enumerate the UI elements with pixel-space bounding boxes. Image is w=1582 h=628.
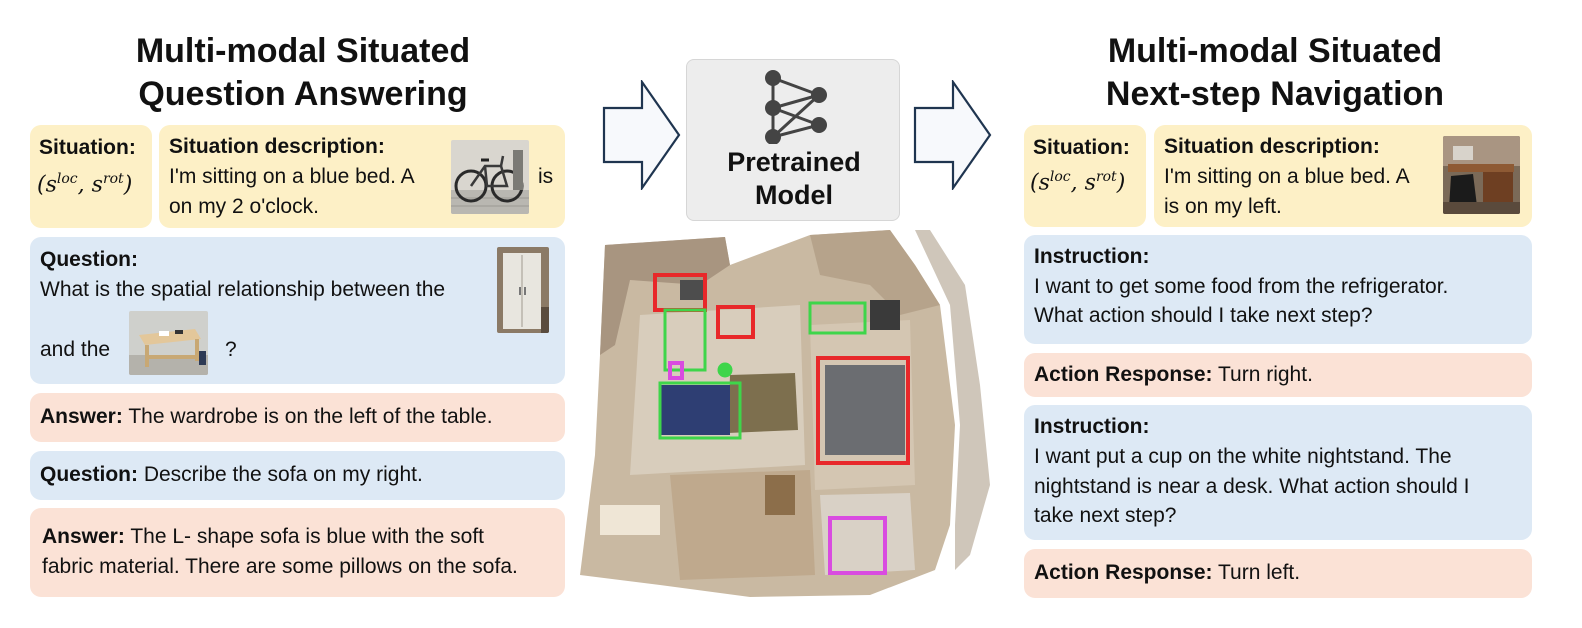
right-action1: Action Response: Turn right. xyxy=(1034,360,1313,390)
right-math-loc: loc xyxy=(1049,169,1071,185)
table-photo xyxy=(129,311,208,375)
right-arrow-icon xyxy=(913,80,992,190)
right-situation-box: Situation: (sloc, srot) xyxy=(1024,125,1146,227)
left-question1-line2a: and the xyxy=(40,338,111,361)
right-title-line1: Multi-modal Situated xyxy=(1107,32,1443,70)
right-situation-desc-line1: I'm sitting on a blue bed. A xyxy=(1164,165,1410,188)
left-math-loc: loc xyxy=(56,171,78,187)
model-label-line2: Model xyxy=(755,180,833,210)
right-situation-desc-box: Situation description: I'm sitting on a … xyxy=(1154,125,1532,227)
left-situation-box: Situation: (sloc, srot) xyxy=(30,125,152,228)
left-situation-desc-line1a: I'm sitting on a blue bed. A xyxy=(169,165,415,188)
model-label-line1: Pretrained xyxy=(727,147,861,177)
right-instruction2-line2: nightstand is near a desk. What action s… xyxy=(1034,475,1470,498)
left-question1-box: Question: What is the spatial relationsh… xyxy=(30,237,565,384)
left-situation-desc-box: Situation description: I'm sitting on a … xyxy=(159,125,565,228)
right-instruction2-box: Instruction: I want put a cup on the whi… xyxy=(1024,405,1532,540)
right-action1-box: Action Response: Turn right. xyxy=(1024,353,1532,397)
right-action2: Action Response: Turn left. xyxy=(1034,558,1300,588)
right-instruction1-box: Instruction: I want to get some food fro… xyxy=(1024,235,1532,344)
left-question1-line1: What is the spatial relationship between… xyxy=(40,278,446,301)
right-math-rot: rot xyxy=(1095,169,1117,185)
desk-photo xyxy=(1443,136,1520,214)
left-question2-box: Question: Describe the sofa on my right. xyxy=(30,451,565,500)
neural-network-icon xyxy=(765,70,827,144)
right-title: Multi-modal Situated Next-step Navigatio… xyxy=(1030,30,1520,116)
right-action2-text: Turn left. xyxy=(1212,561,1301,584)
left-situation-desc-line1b: is xyxy=(538,165,554,188)
left-title-line2: Question Answering xyxy=(138,75,468,113)
right-situation-label: Situation: xyxy=(1033,136,1130,159)
left-answer1: Answer: The wardrobe is on the left of t… xyxy=(40,402,493,432)
left-answer2-label: Answer: xyxy=(42,525,125,548)
left-answer1-box: Answer: The wardrobe is on the left of t… xyxy=(30,393,565,442)
left-math-s2: s xyxy=(91,172,103,198)
right-situation-desc-label: Situation description: xyxy=(1164,135,1380,158)
bicycle-photo xyxy=(451,140,529,214)
right-title-line2: Next-step Navigation xyxy=(1105,75,1445,113)
left-question2: Question: Describe the sofa on my right. xyxy=(40,460,423,490)
right-situation-desc-line2: is on my left. xyxy=(1164,195,1282,218)
right-instruction2-line1: I want put a cup on the white nightstand… xyxy=(1034,445,1452,468)
left-question2-label: Question: xyxy=(40,463,138,486)
right-action1-label: Action Response: xyxy=(1034,363,1213,386)
left-math-s1: s xyxy=(45,172,57,198)
left-answer1-text: The wardrobe is on the left of the table… xyxy=(122,405,493,428)
right-situation-math: (sloc, srot) xyxy=(1030,169,1126,196)
right-arrow-icon xyxy=(602,80,681,190)
left-math-rot: rot xyxy=(102,171,124,187)
right-instruction2-line3: take next step? xyxy=(1034,504,1177,527)
right-instruction1-line2: What action should I take next step? xyxy=(1034,304,1373,327)
right-math-s2: s xyxy=(1084,170,1096,196)
right-action2-label: Action Response: xyxy=(1034,561,1213,584)
left-title: Multi-modal Situated Question Answering xyxy=(60,30,546,116)
left-situation-desc-line2: on my 2 o'clock. xyxy=(169,195,319,218)
left-title-line1: Multi-modal Situated xyxy=(135,32,471,70)
left-situation-label: Situation: xyxy=(39,136,136,159)
right-action2-box: Action Response: Turn left. xyxy=(1024,549,1532,598)
left-question1-line2b: ? xyxy=(225,338,237,361)
left-situation-math: (sloc, srot) xyxy=(37,171,133,198)
left-situation-desc-label: Situation description: xyxy=(169,135,385,158)
right-math-s1: s xyxy=(1038,170,1050,196)
left-answer2-line1: Answer: The L- shape sofa is blue with t… xyxy=(42,522,484,552)
left-answer1-label: Answer: xyxy=(40,405,123,428)
left-answer2-text1: The L- shape sofa is blue with the soft xyxy=(124,525,485,548)
scene-3d-image xyxy=(580,230,990,597)
left-answer2-box: Answer: The L- shape sofa is blue with t… xyxy=(30,508,565,597)
pretrained-model-box: Pretrained Model xyxy=(686,59,900,221)
left-question1-label: Question: xyxy=(40,248,138,271)
left-question2-text: Describe the sofa on my right. xyxy=(138,463,423,486)
right-instruction1-line1: I want to get some food from the refrige… xyxy=(1034,275,1449,298)
wardrobe-photo xyxy=(497,247,549,333)
right-instruction2-label: Instruction: xyxy=(1034,415,1150,438)
right-instruction1-label: Instruction: xyxy=(1034,245,1150,268)
right-action1-text: Turn right. xyxy=(1212,363,1313,386)
pretrained-model-label: Pretrained Model xyxy=(687,146,901,212)
left-answer2-line2: fabric material. There are some pillows … xyxy=(42,555,518,578)
